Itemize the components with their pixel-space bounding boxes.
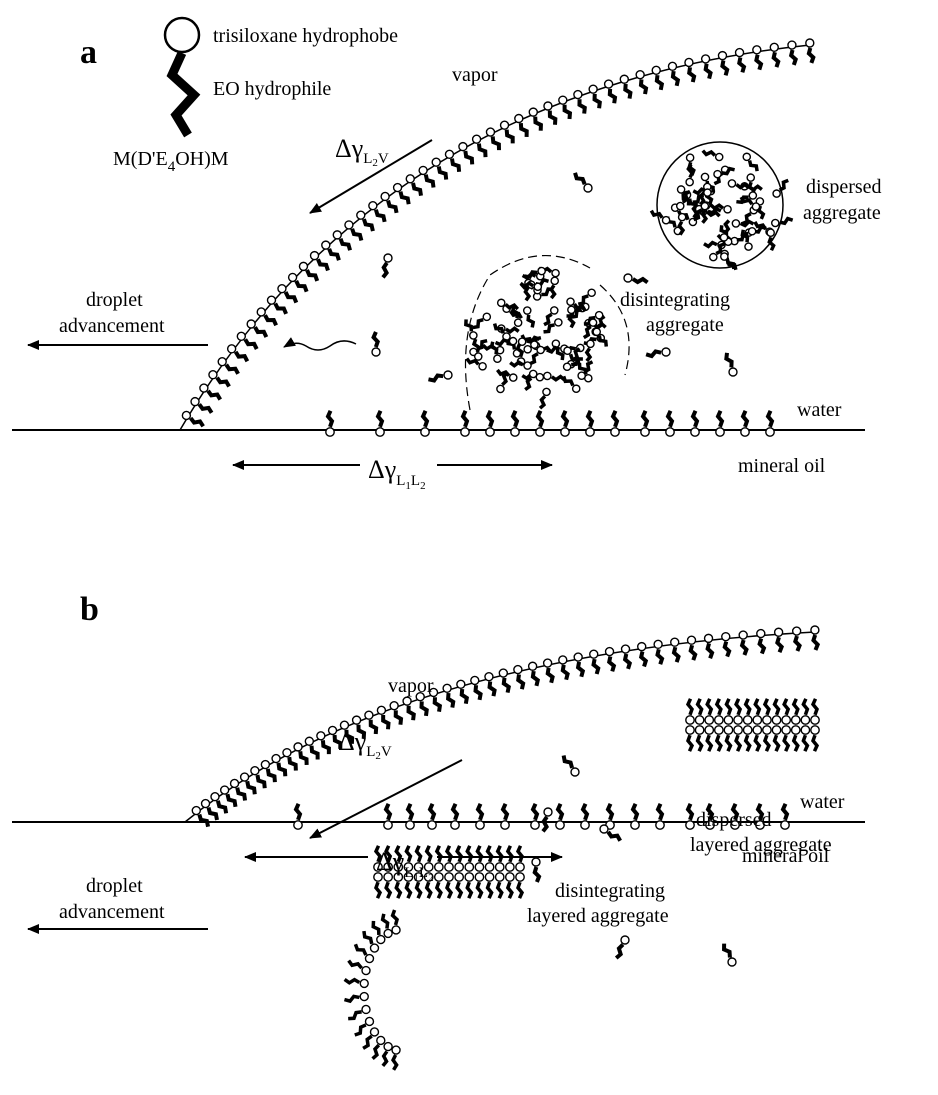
free-monomers-b (532, 756, 736, 966)
arc-surfactant-layer-b (192, 626, 819, 827)
panel-b-letter: b (80, 591, 99, 628)
legend-head-label: trisiloxane hydrophobe (213, 25, 398, 47)
panel-b: b vapor ΔγL2V dispersed layered aggregat… (12, 591, 865, 1070)
dispersed-label-b: dispersed (696, 809, 772, 831)
legend-formula: M(D'E4OH)M (113, 148, 229, 175)
legend-tail-label: EO hydrophile (213, 78, 331, 100)
droplet-label-a: droplet (86, 289, 143, 311)
water-label-a: water (797, 399, 842, 421)
advancement-label-b: advancement (59, 901, 165, 923)
vapor-label-b: vapor (388, 675, 434, 697)
aggregate-label-a: aggregate (803, 202, 881, 224)
disintegrating-label-b: disintegrating (555, 880, 665, 902)
panel-a-letter: a (80, 34, 97, 71)
disintegrating-layered-aggregate-b (344, 846, 524, 1070)
gamma-lv-label-b: ΔγL2V (338, 727, 392, 762)
dispersed-layered-aggregate-b (686, 699, 819, 751)
water-label-b: water (800, 791, 845, 813)
dispersed-aggregate-a (651, 142, 792, 270)
gamma-lv-label-a: ΔγL2V (335, 134, 389, 169)
panel-a: a vapor ΔγL2V dispersed aggregate disint… (12, 34, 882, 492)
dispersed-label-a: dispersed (806, 176, 882, 198)
vapor-label-a: vapor (452, 64, 498, 86)
disintegrating-label-a: disintegrating (620, 289, 730, 311)
hydrophile-tail-icon (172, 53, 194, 135)
disintegrating-aggregate-a (466, 256, 630, 410)
interface-surfactants-a (326, 411, 774, 436)
monomer-migration-arrow-a (284, 341, 356, 350)
gamma-ll-label-a: ΔγL1L2 (368, 455, 426, 492)
disintegrating-aggregate-label-a: aggregate (646, 314, 724, 336)
disintegrating-layered-label-b: layered aggregate (527, 905, 669, 927)
droplet-label-b: droplet (86, 875, 143, 897)
liquid-vapor-interface-a (180, 45, 810, 430)
hydrophobe-head-icon (165, 18, 199, 52)
mineral-oil-label-b: mineral oil (742, 845, 830, 867)
mineral-oil-label-a: mineral oil (738, 455, 826, 477)
advancement-label-a: advancement (59, 315, 165, 337)
